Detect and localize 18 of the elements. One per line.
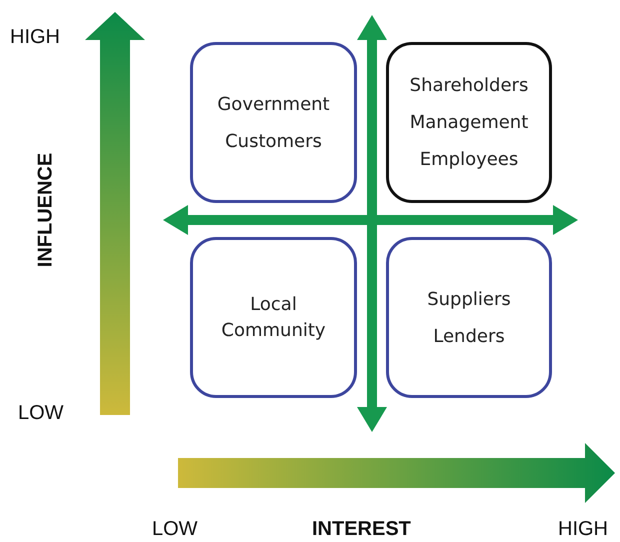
stakeholder-text: Shareholders (410, 74, 528, 98)
stakeholder-text: Suppliers (427, 288, 511, 312)
stakeholder-text: Government (217, 92, 330, 116)
axis-label: INTEREST (312, 518, 411, 541)
axis-label: HIGH (10, 26, 60, 49)
axis-label: HIGH (558, 518, 608, 541)
stakeholder-text: Local Community (220, 292, 327, 342)
stakeholder-text: Customers (225, 130, 322, 154)
axis-label: LOW (152, 518, 198, 541)
stakeholder-text: Employees (420, 148, 518, 172)
stakeholder-box (386, 237, 552, 398)
axis-label: LOW (18, 402, 64, 425)
stakeholder-text: Lenders (433, 324, 505, 348)
axis-label: INFLUENCE (34, 152, 58, 268)
stakeholder-box (386, 42, 552, 203)
stakeholder-box (190, 42, 357, 203)
stakeholder-text: Management (410, 111, 528, 135)
stakeholder-box (190, 237, 357, 398)
